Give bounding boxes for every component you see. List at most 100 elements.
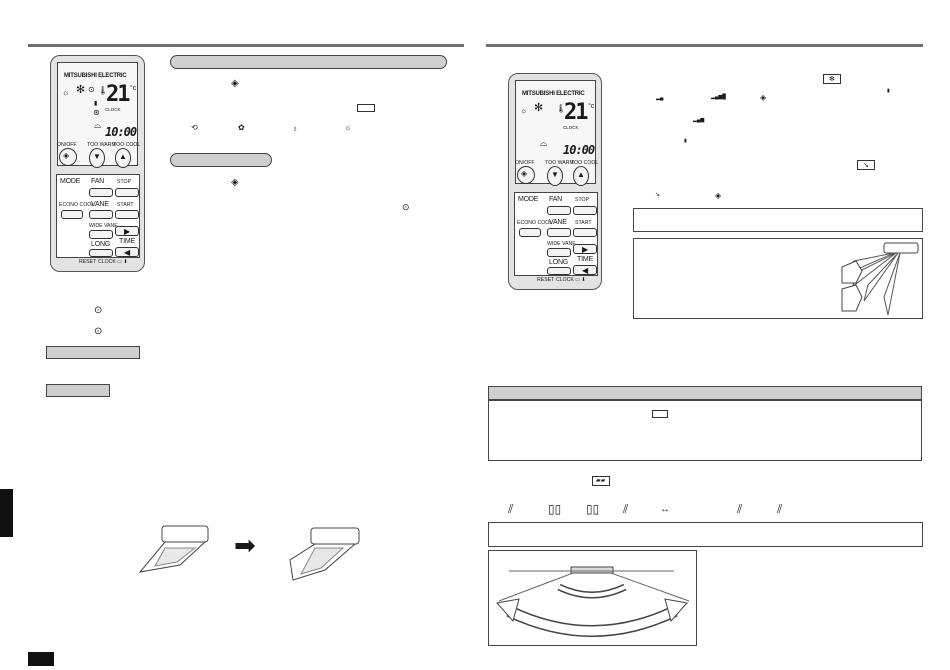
long-button[interactable]	[89, 249, 113, 257]
airflow-horizontal-illustration	[138, 525, 209, 573]
brand-logo: MITSUBISHI ELECTRIC	[64, 73, 127, 79]
fan-auto-icon: ◈	[760, 93, 767, 102]
remote-control-right: MITSUBISHI ELECTRIC ☼ ✻ 🌡 21 °c CLOCK ⌓ …	[508, 73, 602, 290]
temperature-unit: °c	[130, 85, 137, 92]
time-forward-button-right[interactable]: ▶	[573, 244, 597, 254]
right-section-header	[488, 386, 922, 400]
down-arrow-icon: ▼	[93, 152, 101, 161]
mode-label: MODE	[60, 178, 81, 185]
wide-vane-pos-1-icon: ⫽	[508, 502, 514, 516]
start-button-right[interactable]	[573, 228, 597, 237]
fan-button-indicator-icon: ✻	[823, 74, 841, 84]
auto-mode-icon: ☼	[62, 88, 70, 97]
signal-icon: ▮	[94, 101, 98, 107]
onoff-button-right[interactable]: ◈	[517, 166, 535, 184]
econo-cool-label-right: ECONO COOL	[517, 220, 553, 226]
down-button-icon: ⊙	[94, 305, 103, 316]
vane-button-indicator-icon: ↘	[857, 160, 875, 170]
too-cool-button[interactable]: ▲	[115, 148, 131, 168]
fan-button[interactable]	[89, 188, 113, 197]
too-warm-button[interactable]: ▼	[89, 148, 105, 168]
left-subheading-box-2	[46, 384, 110, 397]
time-back-button-right[interactable]: ◀	[573, 265, 597, 275]
play-icon: ▶	[124, 227, 131, 236]
too-warm-button-right[interactable]: ▼	[547, 166, 563, 186]
fan-icon-right: ✻	[534, 102, 544, 114]
auto-mode-icon-1: ⟲	[191, 123, 198, 132]
fan-button-right[interactable]	[547, 206, 571, 215]
vane-label-right: VANE	[549, 219, 567, 226]
vane-button[interactable]	[89, 210, 113, 219]
battery-icon: ▭ ⬇	[117, 259, 128, 265]
battery-icon-right: ▭ ⬇	[575, 277, 586, 283]
long-button-right[interactable]	[547, 267, 571, 275]
econo-cool-label: ECONO COOL	[59, 202, 95, 208]
right-note-box-2	[488, 522, 923, 547]
cool-mode-icon: ✿	[238, 123, 245, 132]
fan-label: FAN	[91, 178, 105, 185]
wide-vane-swing-icon: ↔	[660, 504, 670, 515]
stop-button-right[interactable]	[573, 206, 597, 215]
reverse-icon-right: ◀	[582, 266, 589, 275]
stop-label: STOP	[117, 179, 132, 185]
onoff-icon: ◈	[63, 151, 70, 160]
wide-vane-button[interactable]	[89, 230, 113, 239]
brand-logo-right: MITSUBISHI ELECTRIC	[522, 91, 585, 97]
page-number-tab	[28, 652, 54, 666]
right-illustration-box	[633, 238, 923, 319]
time-label: TIME	[119, 238, 135, 245]
airflow-downward-illustration	[289, 527, 360, 581]
too-cool-button-right[interactable]: ▲	[573, 166, 589, 186]
remote-button-panel-right: MODE FAN STOP ECONO COOL VANE START WIDE…	[514, 192, 598, 276]
wide-vane-pos-4-icon: ⫽	[623, 502, 629, 516]
thermometer-icon: 🌡	[98, 86, 109, 95]
wide-vane-indicator-icon: ▰▰	[592, 476, 610, 486]
onoff-icon-right: ◈	[521, 169, 528, 178]
up-arrow-icon: ▲	[119, 152, 127, 161]
start-button[interactable]	[115, 210, 139, 219]
mode-label-right: MODE	[518, 196, 539, 203]
vane-button-right[interactable]	[547, 228, 571, 237]
heat-mode-icon: ☼	[344, 123, 352, 132]
temperature-display: 21	[106, 82, 130, 107]
temperature-unit-right: °c	[588, 103, 595, 110]
up-arrow-icon-right: ▲	[577, 170, 585, 179]
econo-cool-button[interactable]	[61, 210, 83, 219]
right-header-rule	[486, 44, 923, 47]
econo-icon: ⊛	[93, 108, 100, 117]
clock-display-right: 10:00	[563, 143, 595, 157]
fan-speed-1-icon: ▂▄	[656, 95, 664, 101]
onoff-label-right: ON/OFF	[515, 160, 535, 166]
time-label-right: TIME	[577, 256, 593, 263]
clock-mode-icon: ⊙	[88, 85, 95, 94]
right-arrow-icon: ➡	[234, 530, 256, 560]
start-label-right: START	[575, 220, 592, 226]
mode-button-icon-2: ◈	[231, 177, 239, 188]
fan-speed-2-icon: ▂▄▆	[693, 117, 705, 123]
long-label-right: LONG	[549, 259, 569, 266]
wide-airflow-arrows	[496, 566, 690, 637]
time-back-button[interactable]: ◀	[115, 247, 139, 257]
side-tab	[0, 489, 13, 537]
stop-label-right: STOP	[575, 197, 590, 203]
too-cool-label-right: TOO COOL	[571, 160, 599, 166]
fan-small-icon: ✻	[829, 76, 835, 83]
onoff-button[interactable]: ◈	[59, 148, 77, 166]
timer-icon: ⊙	[402, 202, 410, 212]
fan-label-right: FAN	[549, 196, 563, 203]
right-note-box-1	[633, 208, 923, 232]
reset-label: RESET	[79, 259, 97, 265]
fan-speed-3-icon: ▂▄▆█	[711, 94, 726, 100]
mode-button-icon: ◈	[231, 78, 239, 89]
clock-label: CLOCK	[105, 107, 121, 112]
vane-swing-illustration	[841, 242, 919, 316]
vane-icon-right: ⌓	[540, 138, 548, 148]
time-forward-button[interactable]: ▶	[115, 226, 139, 236]
long-label: LONG	[91, 241, 111, 248]
vane-auto-icon: ◈	[715, 191, 722, 200]
econo-cool-button-right[interactable]	[519, 228, 541, 237]
stop-button[interactable]	[115, 188, 139, 197]
clock-button-label: CLOCK	[98, 259, 116, 265]
too-cool-label: TOO COOL	[113, 142, 141, 148]
wide-vane-button-right[interactable]	[547, 248, 571, 257]
